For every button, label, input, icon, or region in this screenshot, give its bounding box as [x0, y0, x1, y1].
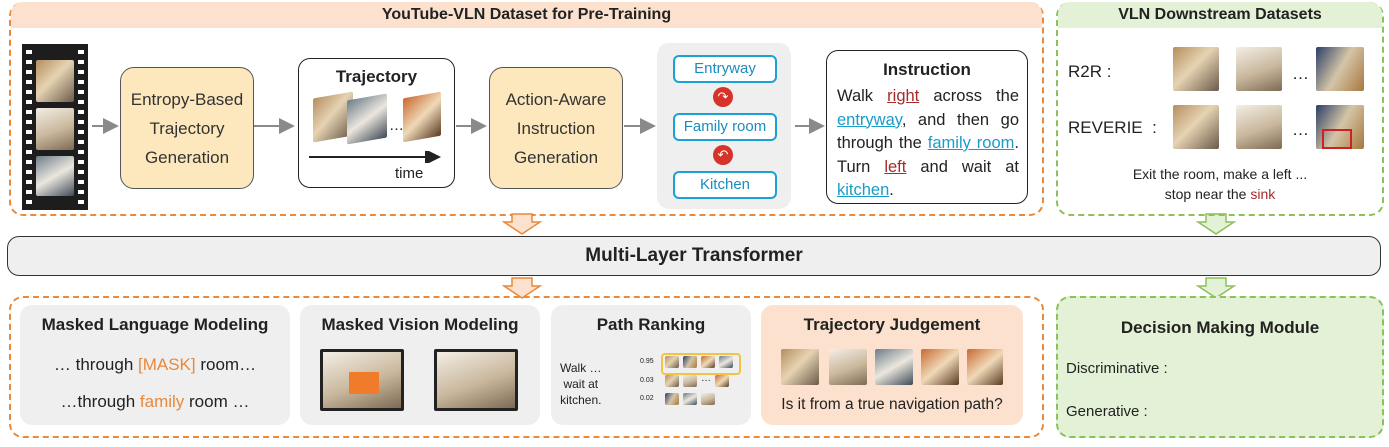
r2r-ellipsis: … — [1292, 64, 1309, 83]
down-arrow-orange — [501, 213, 543, 299]
generative-label: Generative : — [1066, 403, 1148, 420]
pr-score: 0.03 — [640, 377, 654, 384]
room-entryway: Entryway — [673, 55, 777, 83]
mlm-title: Masked Language Modeling — [41, 315, 269, 334]
time-axis-arrow — [309, 151, 441, 163]
tj-frame — [967, 349, 1003, 385]
pr-thumb — [665, 393, 679, 405]
pr-instruction: Walk … wait at kitchen. — [560, 361, 602, 407]
trajectory-ellipsis: … — [389, 117, 404, 134]
trajectory-judgement-panel: Trajectory Judgement Is it from a true n… — [761, 305, 1023, 425]
room-family-room: Family room — [673, 113, 777, 141]
entropy-trajectory-box: Entropy-Based Trajectory Generation — [120, 67, 254, 189]
mlm-filled-sentence: …through family room … — [60, 392, 250, 411]
pr-thumb — [715, 375, 729, 387]
turn-left-icon: ↶ — [713, 145, 733, 165]
video-frame — [36, 156, 74, 196]
tasks-panel — [9, 296, 1044, 438]
decision-title: Decision Making Module — [1120, 318, 1320, 337]
downstream-title: VLN Downstream Datasets — [1058, 2, 1382, 28]
reverie-ellipsis: … — [1292, 120, 1309, 139]
tj-question: Is it from a true navigation path? — [781, 396, 1003, 413]
r2r-image — [1316, 47, 1364, 91]
instruction-text: Walk right across the entryway, and then… — [837, 87, 1019, 199]
action-instruction-box: Action-Aware Instruction Generation — [489, 67, 623, 189]
downstream-caption: Exit the room, make a left ... stop near… — [1132, 166, 1308, 202]
pr-thumb — [683, 356, 697, 368]
trajectory-frame — [347, 93, 387, 145]
pretrain-title: YouTube-VLN Dataset for Pre-Training — [11, 2, 1042, 28]
action-label: Action-Aware Instruction Generation — [505, 89, 607, 167]
rooms-panel: Entryway ↷ Family room ↶ Kitchen — [657, 43, 791, 209]
trajectory-frame — [403, 91, 441, 143]
pr-top-path-highlight — [661, 353, 741, 375]
tj-frame — [781, 349, 819, 385]
video-frame — [36, 60, 74, 102]
decision-panel — [1056, 296, 1384, 438]
pr-thumb — [701, 356, 715, 368]
mvm-panel: Masked Vision Modeling — [300, 305, 540, 425]
tj-frame — [829, 349, 867, 385]
pr-score: 0.02 — [640, 395, 654, 402]
reverie-image — [1316, 105, 1364, 149]
time-label: time — [395, 165, 424, 182]
entropy-label: Entropy-Based Trajectory Generation — [130, 89, 244, 167]
discriminative-label: Discriminative : — [1066, 360, 1168, 377]
trajectory-box: Trajectory … time — [298, 58, 455, 188]
pr-ellipsis: … — [701, 373, 711, 384]
mask-patch — [349, 372, 379, 394]
mvm-title: Masked Vision Modeling — [321, 315, 519, 334]
reverie-image — [1236, 105, 1282, 149]
path-ranking-panel: Path Ranking Walk … wait at kitchen. 0.9… — [551, 305, 751, 425]
r2r-image — [1236, 47, 1282, 91]
room-kitchen: Kitchen — [673, 171, 777, 199]
film-strip — [22, 44, 88, 210]
pr-thumb — [665, 356, 679, 368]
instruction-title: Instruction — [883, 60, 971, 79]
turn-right-icon: ↷ — [713, 87, 733, 107]
mvm-reconstructed-image — [434, 349, 518, 411]
r2r-image — [1173, 47, 1219, 91]
mlm-panel: Masked Language Modeling … through [MASK… — [20, 305, 290, 425]
transformer-bar: Multi-Layer Transformer — [7, 236, 1381, 276]
pr-thumb — [665, 375, 679, 387]
transformer-title: Multi-Layer Transformer — [585, 245, 803, 266]
tj-frame — [875, 349, 913, 385]
trajectory-title: Trajectory — [335, 67, 418, 86]
pr-thumb — [683, 375, 697, 387]
r2r-label: R2R : — [1068, 62, 1112, 81]
tj-title: Trajectory Judgement — [803, 315, 981, 334]
mlm-masked-sentence: … through [MASK] room… — [53, 355, 257, 374]
video-frame — [36, 108, 74, 150]
pr-thumb — [683, 393, 697, 405]
sink-bbox — [1322, 129, 1352, 149]
tj-frame — [921, 349, 959, 385]
reverie-image — [1173, 105, 1219, 149]
pr-title: Path Ranking — [596, 315, 706, 334]
pr-score: 0.95 — [640, 358, 654, 365]
instruction-box: Instruction Walk right across the entryw… — [826, 50, 1028, 204]
reverie-label: REVERIE : — [1068, 118, 1157, 137]
pr-thumb — [701, 393, 715, 405]
pr-thumb — [719, 356, 733, 368]
mvm-masked-image — [320, 349, 404, 411]
